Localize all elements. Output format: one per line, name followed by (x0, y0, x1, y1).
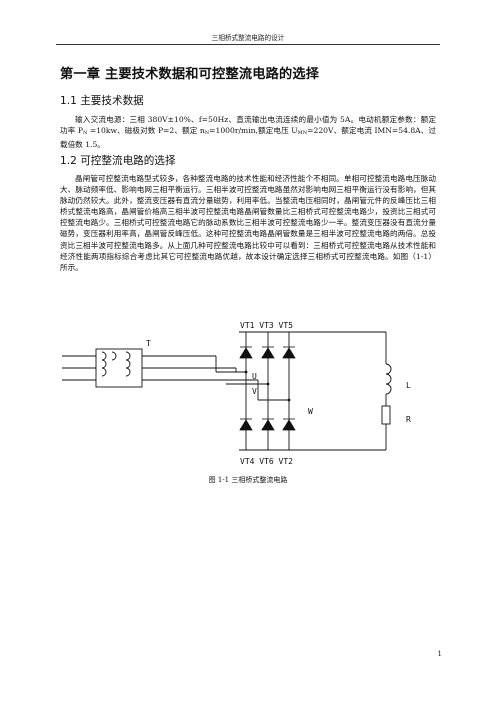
top-thyristor-labels: VT1 VT3 VT5 (240, 321, 293, 330)
primary-coil-3 (101, 367, 107, 377)
transformer-label: T (146, 339, 151, 348)
thyristor-vt1 (239, 346, 253, 359)
header-divider (56, 44, 440, 45)
primary-coil-2 (111, 351, 117, 361)
secondary-coil-2 (125, 367, 131, 377)
thyristor-vt3 (261, 346, 275, 359)
thyristor-vt5 (282, 346, 296, 359)
thyristor-vt4 (239, 418, 253, 431)
phase-u-label: U (252, 372, 257, 381)
primary-coil-1 (101, 351, 107, 369)
inductor-L (385, 363, 392, 395)
thyristor-vt2 (282, 418, 296, 431)
section-2-heading: 1.2 可控整流电路的选择 (60, 155, 176, 167)
page-number: 1 (437, 650, 442, 658)
rectifier-selection-paragraph: 晶闸管可控整流电路型式较多，各种整流电路的技术性能和经济性能个不相同。单相可控整… (60, 174, 436, 272)
figure-caption: 图 1-1 三相桥式整流电路 (208, 476, 288, 484)
section-1-heading: 1.1 主要技术数据 (60, 95, 144, 107)
inductor-label: L (406, 381, 411, 390)
three-phase-bridge-circuit-diagram: VT1 VT3 VT5 VT4 VT6 VT2 T U V W L R (62, 321, 411, 466)
chapter-title: 第一章 主要技术数据和可控整流电路的选择 (60, 67, 320, 82)
resistor-label: R (406, 415, 411, 424)
page-header: 三相桥式整流电路的设计 (211, 34, 285, 42)
phase-w-label: W (308, 407, 313, 416)
resistor-R (381, 405, 391, 425)
bottom-thyristor-labels: VT4 VT6 VT2 (240, 457, 293, 466)
phase-v-label: V (252, 387, 257, 396)
secondary-coil-1 (125, 351, 131, 369)
technical-data-paragraph: 输入交流电源：三相 380V±10%、f=50Hz、直流输出电流连续的最小值为 … (60, 115, 437, 150)
thyristor-vt6 (261, 418, 275, 431)
